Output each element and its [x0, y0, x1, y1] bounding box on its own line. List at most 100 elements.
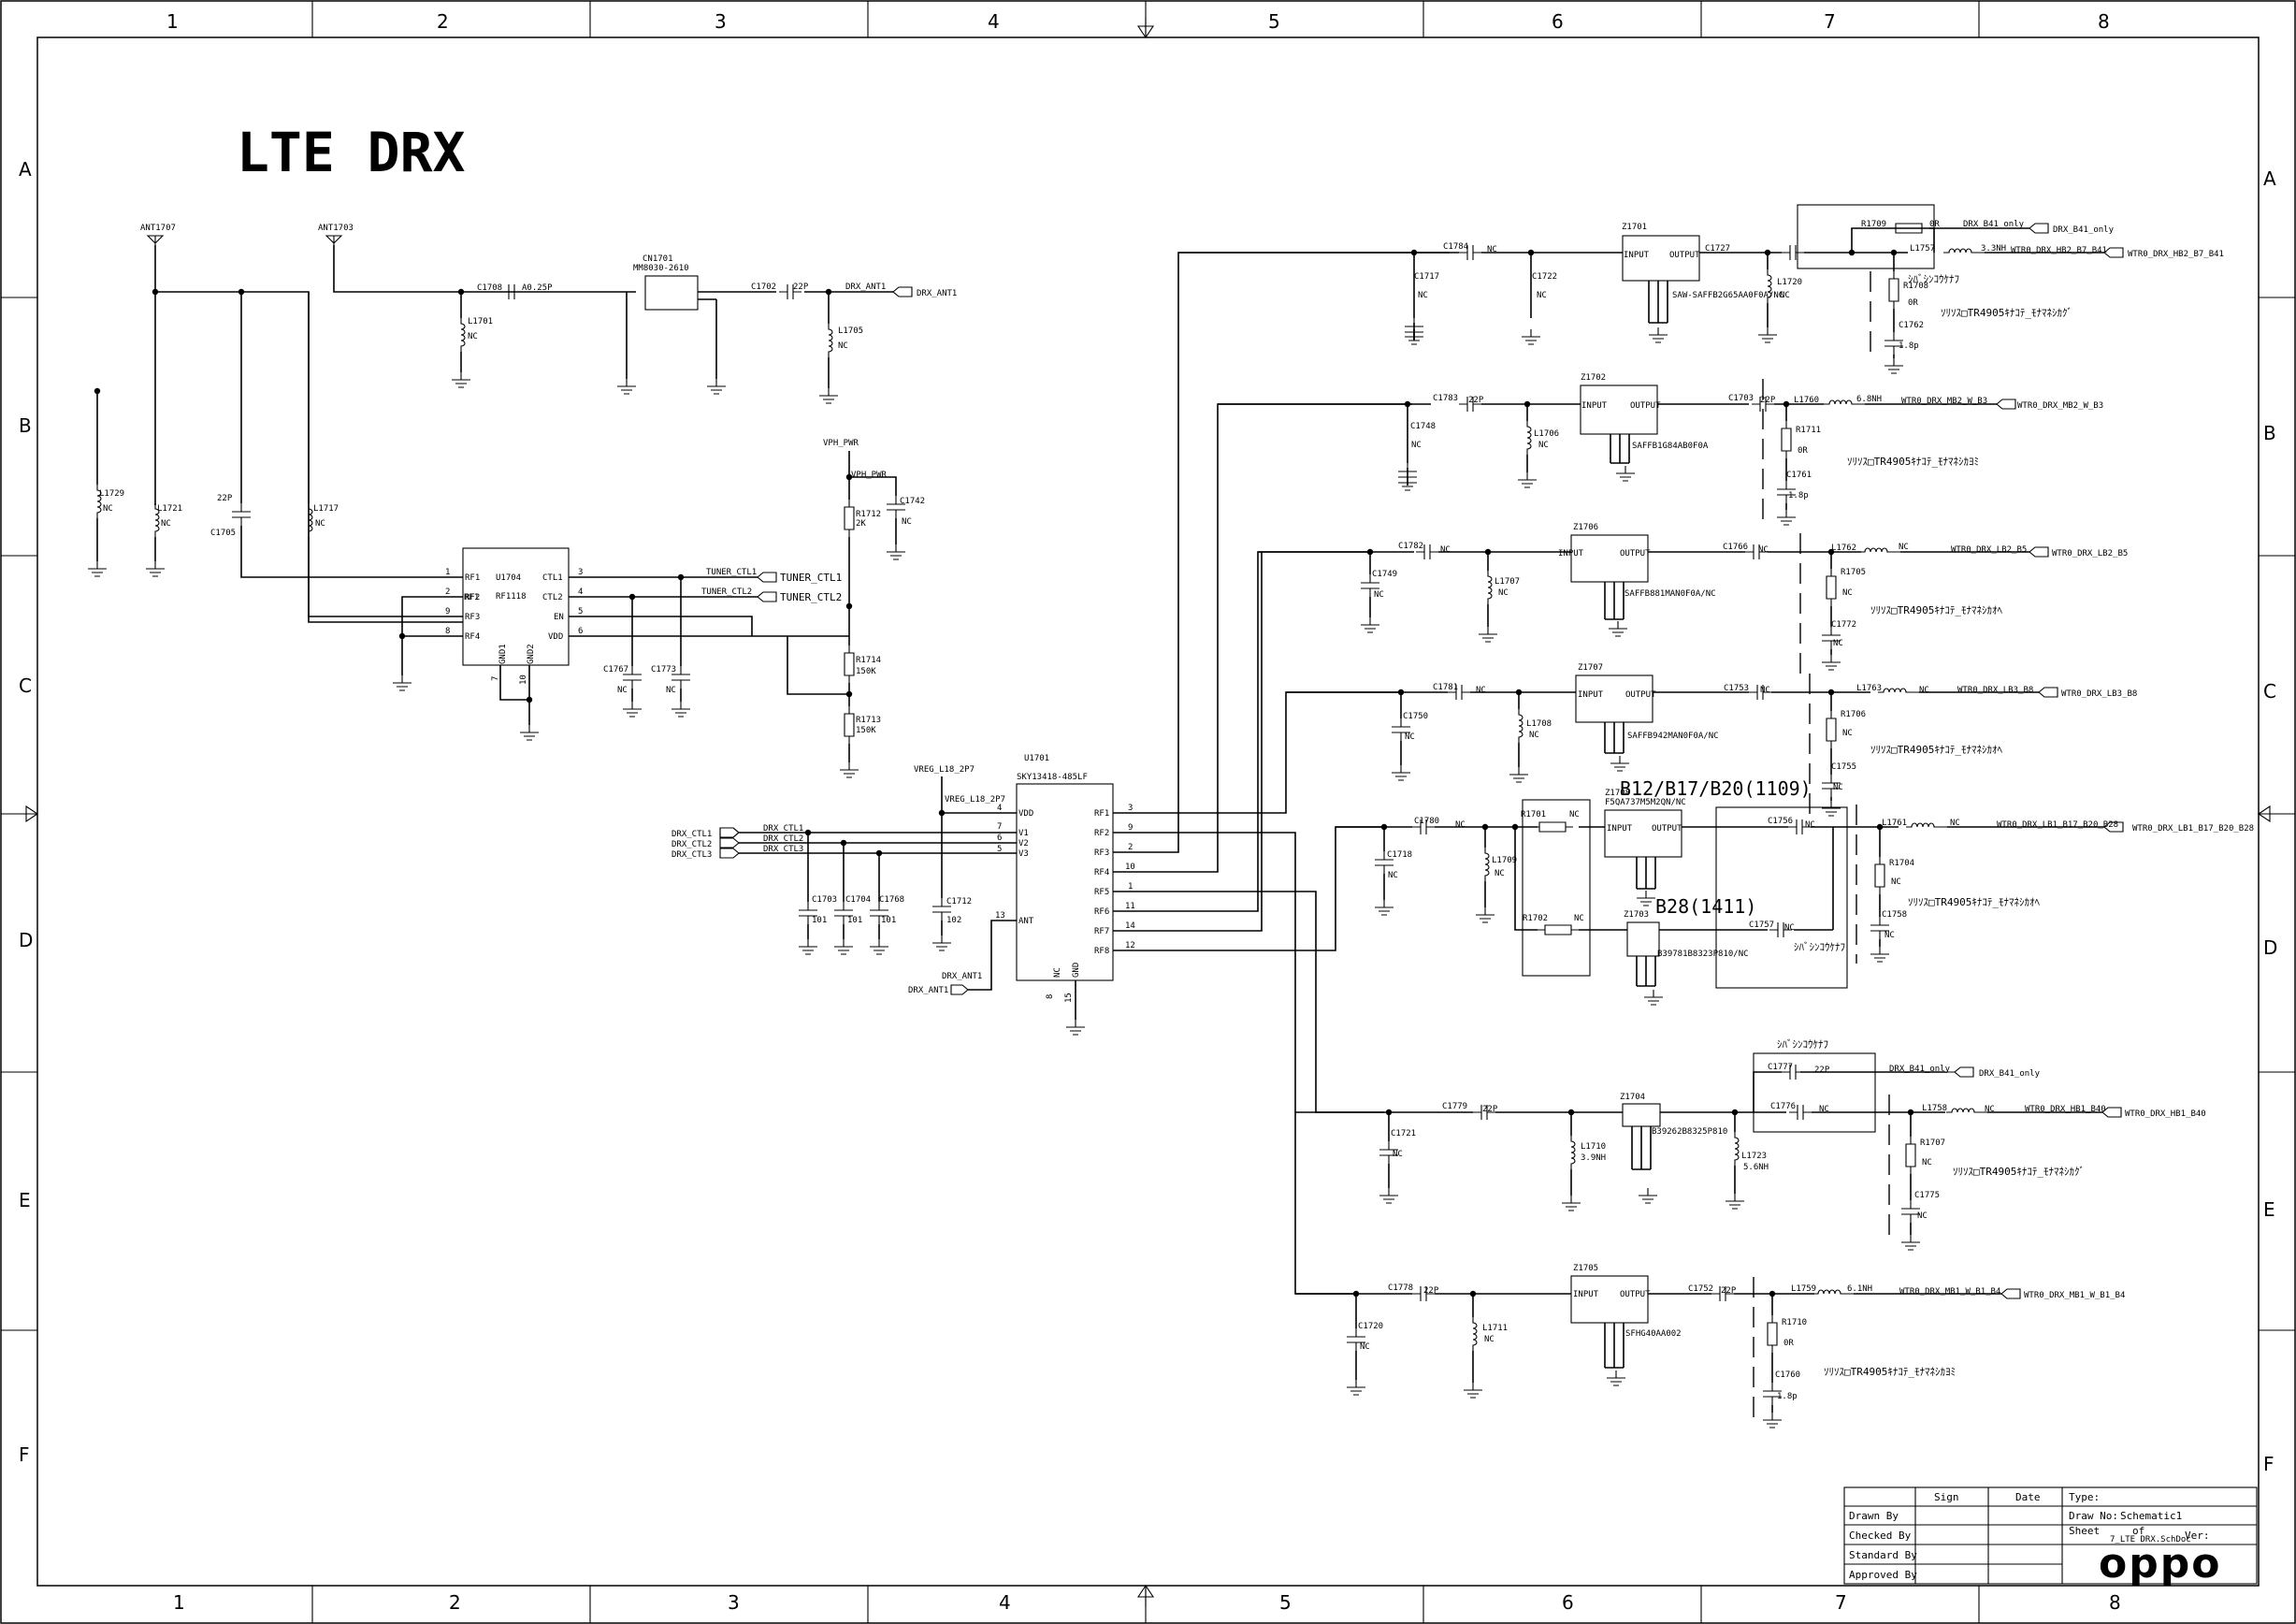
l1705-value: NC: [838, 341, 848, 351]
l1710-value: 3.9NH: [1581, 1153, 1606, 1163]
pins-left-0-text: RF1: [464, 593, 479, 602]
b28-heading: B28(1411): [1655, 895, 1756, 918]
c1720-label: C1720: [1358, 1322, 1383, 1331]
filters-output-text: OUTPUT: [1620, 549, 1651, 558]
c1749-value: NC: [1374, 590, 1384, 600]
b4-port: WTR0_DRX_MB1_W_B1_B4: [2024, 1291, 2125, 1300]
tb-date: Date: [2015, 1491, 2041, 1503]
c1703b-label: C1703: [1728, 394, 1754, 403]
u1701-label: U1701: [1024, 754, 1049, 763]
z1704-filter: [1622, 1103, 1661, 1127]
l1706-label: L1706: [1534, 429, 1559, 439]
tuner-ctl1-port: TUNER_CTL1: [780, 572, 842, 584]
u1704-pin-vdd: VDD: [548, 632, 563, 642]
b40-note-1: ｼﾊﾞｼﾝｺｳｹﾅﾌ: [1777, 1038, 1828, 1051]
l1709-label: L1709: [1492, 856, 1517, 865]
c1782-value: NC: [1440, 545, 1451, 555]
c1758-label: C1758: [1882, 910, 1907, 920]
l1729-value: NC: [103, 504, 113, 514]
l1763-label: L1763: [1856, 684, 1882, 693]
c1781-label: C1781: [1433, 683, 1458, 692]
pins-right-6-text: RF7: [1094, 927, 1109, 936]
l1721-value: NC: [161, 519, 171, 529]
c1783-value: 22P: [1468, 396, 1484, 405]
l1760-value: 6.8NH: [1856, 395, 1882, 404]
filters-input-text: INPUT: [1581, 401, 1608, 411]
l1701-value: NC: [468, 332, 478, 341]
tuner-ctl1-net: TUNER_CTL1: [706, 568, 757, 577]
c1750-label: C1750: [1403, 712, 1428, 721]
tb-sheet-name: 7_LTE DRX.SchDoc: [2110, 1535, 2191, 1544]
b5-port: WTR0_DRX_LB2_B5: [2052, 549, 2128, 558]
row-labels-right: A B C D E F: [2263, 167, 2277, 1475]
c1781-value: NC: [1476, 686, 1486, 695]
c1742-label: C1742: [900, 497, 925, 506]
b40-only-port: DRX_B41_only: [1979, 1069, 2041, 1079]
z1702-filter: [1580, 384, 1658, 435]
tb-type: Type:: [2069, 1491, 2100, 1503]
row-label: B: [2263, 422, 2276, 444]
pin-nums-right-2-text: 5: [578, 607, 583, 616]
c1778-value: 22P: [1423, 1286, 1439, 1296]
tuner-ctl2-net: TUNER_CTL2: [701, 587, 752, 597]
c1704-value: 101: [847, 916, 862, 925]
b12-note-1: ｼﾊﾞｼﾝｺｳｹﾅﾌ: [1794, 941, 1845, 953]
vph-pwr-net: VPH_PWR: [823, 439, 859, 448]
r1709-label: R1709: [1861, 220, 1886, 229]
pin-nums-right-6-text: 14: [1125, 921, 1135, 931]
z1705-part: SFHG40AA002: [1625, 1329, 1682, 1339]
r1708-value: 0R: [1908, 298, 1918, 308]
switch-pin15-text: 15: [1064, 993, 1074, 1003]
band-b41: C1784 NC C1717 NC C1722 NC Z1701 INPUT O…: [1178, 204, 2224, 374]
tb-draw-no: Draw No:: [2069, 1510, 2118, 1522]
u1704-part: RF1118: [496, 592, 527, 602]
u1704-pin-ctl2: CTL2: [542, 593, 563, 602]
z1702-part: SAFFB1G84AB0F0A: [1632, 442, 1709, 451]
row-label: F: [2263, 1453, 2274, 1475]
b4-net: WTR0_DRX_MB1_W_B1_B4: [1899, 1287, 2000, 1297]
vreg-net: VREG_L18_2P7: [914, 765, 975, 775]
switch-drx-ant1-text: DRX_ANT1: [942, 972, 982, 981]
tuner-section: L1729 NC L1721 NC 22P C1705 L1717 NC U17…: [87, 292, 925, 778]
filters-input-text: INPUT: [1573, 1290, 1599, 1299]
pins-right-1-text: RF2: [1094, 829, 1109, 838]
l1706-value: NC: [1538, 441, 1549, 450]
r1702-value: NC: [1574, 914, 1584, 923]
r1701-value: NC: [1569, 810, 1580, 819]
z1701-label: Z1701: [1622, 223, 1647, 232]
c1758-value: NC: [1884, 931, 1895, 940]
u1704-pin-ctl1: CTL1: [542, 573, 563, 583]
z1708-filter: [1604, 809, 1682, 858]
c1777-label: C1777: [1768, 1063, 1793, 1072]
pin-nums-left-3-text: 8: [445, 627, 450, 636]
pin-nums-left-2-text: 9: [445, 607, 450, 616]
r1710-label: R1710: [1782, 1318, 1807, 1327]
z1703-filter: [1626, 921, 1660, 957]
col-label: 1: [166, 10, 179, 33]
c1762-value: 1.8p: [1899, 341, 1919, 351]
r1707-value: NC: [1922, 1158, 1932, 1167]
c1703b-value: 22P: [1760, 396, 1776, 405]
c1766-value: NC: [1758, 545, 1769, 555]
l1717-value: NC: [315, 519, 325, 529]
tb-drawn-by: Drawn By: [1849, 1510, 1899, 1522]
pins-right-7-text: RF8: [1094, 947, 1109, 956]
z1701-part: SAW-SAFFB2G65AA0F0A/NC: [1672, 291, 1783, 300]
pin-nums-right-3-text: 6: [578, 627, 583, 636]
drx-ant1-port: DRX_ANT1: [917, 289, 957, 298]
pin-nums-left-2-text: 6: [997, 834, 1002, 843]
u1701-switch-ic: [1016, 783, 1114, 981]
b8-port: WTR0_DRX_LB3_B8: [2061, 689, 2137, 699]
c1773-label: C1773: [651, 665, 676, 674]
filters-output-text: OUTPUT: [1620, 1290, 1651, 1299]
column-labels-top: 1 2 3 4 5 6 7 8: [166, 10, 2110, 33]
rf-switch-section: U1701 SKY13418-485LF VREG_L18_2P7 VREG_L…: [671, 252, 1450, 1295]
b3-port: WTR0_DRX_MB2_W_B3: [2017, 401, 2103, 411]
c1777-value: 22P: [1814, 1066, 1830, 1075]
u1701-pin-v2: V2: [1018, 839, 1029, 848]
u1704-pin-en: EN: [554, 613, 564, 622]
c1742-value: NC: [902, 517, 912, 527]
l1759-value: 6.1NH: [1847, 1284, 1872, 1294]
col-label: 5: [1279, 1591, 1292, 1614]
